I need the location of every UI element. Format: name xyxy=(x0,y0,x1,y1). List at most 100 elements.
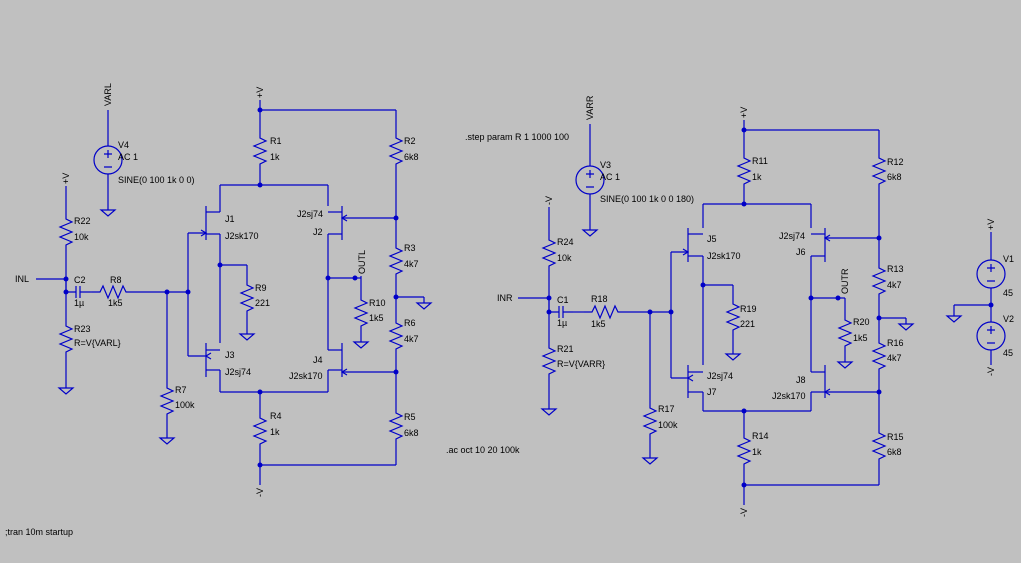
r19-value: 221 xyxy=(740,319,755,329)
r8-resistor[interactable] xyxy=(91,285,133,299)
net-inl: INL xyxy=(15,274,29,284)
right-channel: .step param R 1 1000 100 .ac oct 10 20 1… xyxy=(446,95,914,517)
r3-label: R3 xyxy=(404,243,416,253)
j8-jfet[interactable] xyxy=(811,365,879,398)
r7-label: R7 xyxy=(175,385,187,395)
r23-resistor[interactable] xyxy=(59,317,73,359)
net-vplus-supply: +V xyxy=(986,219,996,230)
j6-label: J6 xyxy=(796,247,806,257)
c1-value: 1µ xyxy=(557,318,567,328)
net-vminus-right: -V xyxy=(739,508,749,517)
r12-resistor[interactable] xyxy=(872,149,886,191)
r9-value: 221 xyxy=(255,298,270,308)
net-vminus-left: -V xyxy=(255,488,265,497)
j3-jfet[interactable] xyxy=(204,343,220,377)
j7-jfet[interactable] xyxy=(686,365,703,398)
r20-label: R20 xyxy=(853,317,870,327)
j2-jfet[interactable] xyxy=(328,206,396,240)
r15-resistor[interactable] xyxy=(872,424,886,466)
r1-value: 1k xyxy=(270,152,280,162)
j6-jfet[interactable] xyxy=(811,228,879,262)
j1-label: J1 xyxy=(225,214,235,224)
v4-voltage-source[interactable]: V4 AC 1 SINE(0 100 1k 0 0) VARL xyxy=(93,83,195,217)
j2-model: J2sj74 xyxy=(297,209,323,219)
r5-resistor[interactable] xyxy=(389,404,403,446)
r9-label: R9 xyxy=(255,283,267,293)
r9-resistor[interactable] xyxy=(240,276,254,318)
j8-label: J8 xyxy=(796,375,806,385)
r1-label: R1 xyxy=(270,136,282,146)
v3-ac: AC 1 xyxy=(600,172,620,182)
r14-resistor[interactable] xyxy=(737,429,751,471)
r5-label: R5 xyxy=(404,412,416,422)
j1-model: J2sk170 xyxy=(225,231,259,241)
r18-resistor[interactable] xyxy=(583,305,625,319)
left-channel: V4 AC 1 SINE(0 100 1k 0 0) VARL +V R22 1… xyxy=(15,83,432,497)
j4-jfet[interactable] xyxy=(328,343,396,377)
v4-name: V4 xyxy=(118,140,129,150)
r2-resistor[interactable] xyxy=(389,129,403,171)
j2-label: J2 xyxy=(313,227,323,237)
r15-value: 6k8 xyxy=(887,447,902,457)
v2-voltage-source[interactable] xyxy=(976,311,1006,361)
r4-resistor[interactable] xyxy=(253,409,267,451)
r3-value: 4k7 xyxy=(404,259,419,269)
r10-value: 1k5 xyxy=(369,313,384,323)
j5-jfet[interactable] xyxy=(682,228,703,262)
c2-capacitor[interactable] xyxy=(65,285,91,299)
r10-resistor[interactable] xyxy=(354,291,368,333)
r6-value: 4k7 xyxy=(404,334,419,344)
r24-resistor[interactable] xyxy=(542,231,556,273)
r6-label: R6 xyxy=(404,318,416,328)
net-vminus-bias-right: -V xyxy=(544,196,554,205)
r14-label: R14 xyxy=(752,431,769,441)
net-varl: VARL xyxy=(103,83,113,106)
r19-label: R19 xyxy=(740,304,757,314)
r17-label: R17 xyxy=(658,404,675,414)
r5-value: 6k8 xyxy=(404,428,419,438)
j7-model: J2sj74 xyxy=(707,371,733,381)
r3-resistor[interactable] xyxy=(389,239,403,281)
r1-resistor[interactable] xyxy=(253,129,267,171)
v3-voltage-source[interactable]: V3 AC 1 SINE(0 100 1k 0 0 180) VARR xyxy=(575,95,694,237)
r2-value: 6k8 xyxy=(404,152,419,162)
directive-ac: .ac oct 10 20 100k xyxy=(446,445,520,455)
r16-value: 4k7 xyxy=(887,353,902,363)
r7-resistor[interactable] xyxy=(160,379,174,421)
j3-model: J2sj74 xyxy=(225,367,251,377)
directive-tran: ;tran 10m startup xyxy=(5,527,73,537)
r11-resistor[interactable] xyxy=(737,149,751,191)
r16-label: R16 xyxy=(887,338,904,348)
r4-value: 1k xyxy=(270,427,280,437)
net-vminus-supply: -V xyxy=(986,367,996,376)
r6-resistor[interactable] xyxy=(389,314,403,356)
v1-label: V1 xyxy=(1003,254,1014,264)
j7-label: J7 xyxy=(707,387,717,397)
j1-jfet[interactable] xyxy=(200,206,221,240)
j5-model: J2sk170 xyxy=(707,251,741,261)
r13-resistor[interactable] xyxy=(872,259,886,301)
j4-label: J4 xyxy=(313,355,323,365)
r23-label: R23 xyxy=(74,324,91,334)
r23-value: R=V{VARL} xyxy=(74,338,121,348)
v1-voltage-source[interactable] xyxy=(976,249,1006,299)
r16-resistor[interactable] xyxy=(872,334,886,376)
r8-label: R8 xyxy=(110,275,122,285)
net-inr: INR xyxy=(497,293,513,303)
r20-resistor[interactable] xyxy=(838,311,852,353)
r18-value: 1k5 xyxy=(591,319,606,329)
r21-value: R=V{VARR} xyxy=(557,359,605,369)
c1-capacitor[interactable] xyxy=(548,305,574,319)
c2-label: C2 xyxy=(74,275,86,285)
r17-resistor[interactable] xyxy=(643,399,657,441)
r22-resistor[interactable] xyxy=(59,210,73,252)
v2-label: V2 xyxy=(1003,314,1014,324)
r19-resistor[interactable] xyxy=(726,295,740,337)
r20-value: 1k5 xyxy=(853,333,868,343)
j8-model: J2sk170 xyxy=(772,391,806,401)
r21-resistor[interactable] xyxy=(542,339,556,381)
r7-value: 100k xyxy=(175,400,195,410)
net-varr: VARR xyxy=(585,95,595,120)
r18-label: R18 xyxy=(591,294,608,304)
